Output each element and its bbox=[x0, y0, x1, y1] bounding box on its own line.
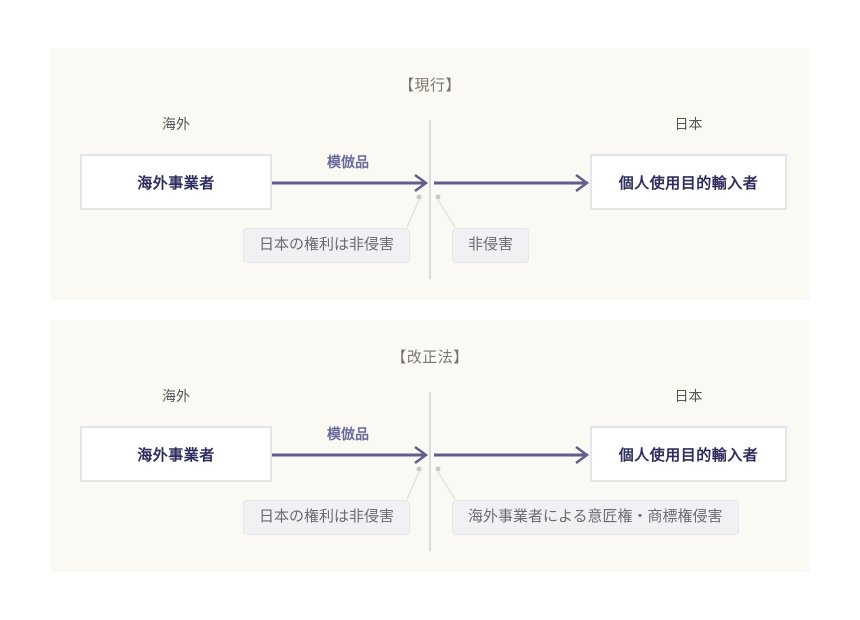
left-callout-connector-line bbox=[406, 471, 420, 500]
left-anchor-dot bbox=[416, 194, 422, 200]
overseas-business-box: 海外事業者 bbox=[80, 426, 272, 482]
arrowhead-icon bbox=[414, 173, 429, 193]
arrowhead-icon bbox=[575, 445, 590, 465]
arrowhead-icon bbox=[414, 445, 429, 465]
panel-current-law: 【現行】 海外 日本 海外事業者 個人使用目的輸入者 模倣品 日本の権利は非侵害… bbox=[50, 48, 810, 300]
left-callout-non-infringement: 日本の権利は非侵害 bbox=[242, 228, 410, 263]
overseas-business-label: 海外事業者 bbox=[137, 446, 215, 464]
right-anchor-dot bbox=[435, 466, 441, 472]
right-callout-status: 海外事業者による意匠権・商標権侵害 bbox=[452, 500, 739, 535]
panel-revised-law: 【改正法】 海外 日本 海外事業者 個人使用目的輸入者 模倣品 日本の権利は非侵… bbox=[50, 320, 810, 572]
left-callout-non-infringement: 日本の権利は非侵害 bbox=[242, 500, 410, 535]
personal-importer-label: 個人使用目的輸入者 bbox=[618, 446, 759, 464]
right-callout-connector-line bbox=[437, 199, 456, 228]
region-label-japan: 日本 bbox=[674, 388, 703, 404]
counterfeit-goods-label: 模倣品 bbox=[327, 154, 369, 170]
left-callout-connector-line bbox=[406, 199, 420, 228]
region-label-overseas: 海外 bbox=[162, 116, 190, 132]
panel-title: 【改正法】 bbox=[391, 349, 469, 366]
counterfeit-goods-label: 模倣品 bbox=[327, 426, 369, 442]
right-callout-status: 非侵害 bbox=[452, 228, 530, 263]
flow-arrows-graphic bbox=[272, 392, 590, 551]
right-anchor-dot bbox=[435, 194, 441, 200]
overseas-business-box: 海外事業者 bbox=[80, 154, 272, 210]
personal-importer-box: 個人使用目的輸入者 bbox=[590, 426, 787, 482]
region-label-japan: 日本 bbox=[674, 116, 703, 132]
arrowhead-icon bbox=[575, 173, 590, 193]
region-label-overseas: 海外 bbox=[162, 388, 190, 404]
right-callout-connector-line bbox=[437, 471, 456, 500]
personal-importer-box: 個人使用目的輸入者 bbox=[590, 154, 787, 210]
overseas-business-label: 海外事業者 bbox=[137, 174, 215, 192]
personal-importer-label: 個人使用目的輸入者 bbox=[618, 174, 759, 192]
panel-title: 【現行】 bbox=[398, 77, 461, 94]
flow-arrows-graphic bbox=[272, 120, 590, 279]
left-anchor-dot bbox=[416, 466, 422, 472]
